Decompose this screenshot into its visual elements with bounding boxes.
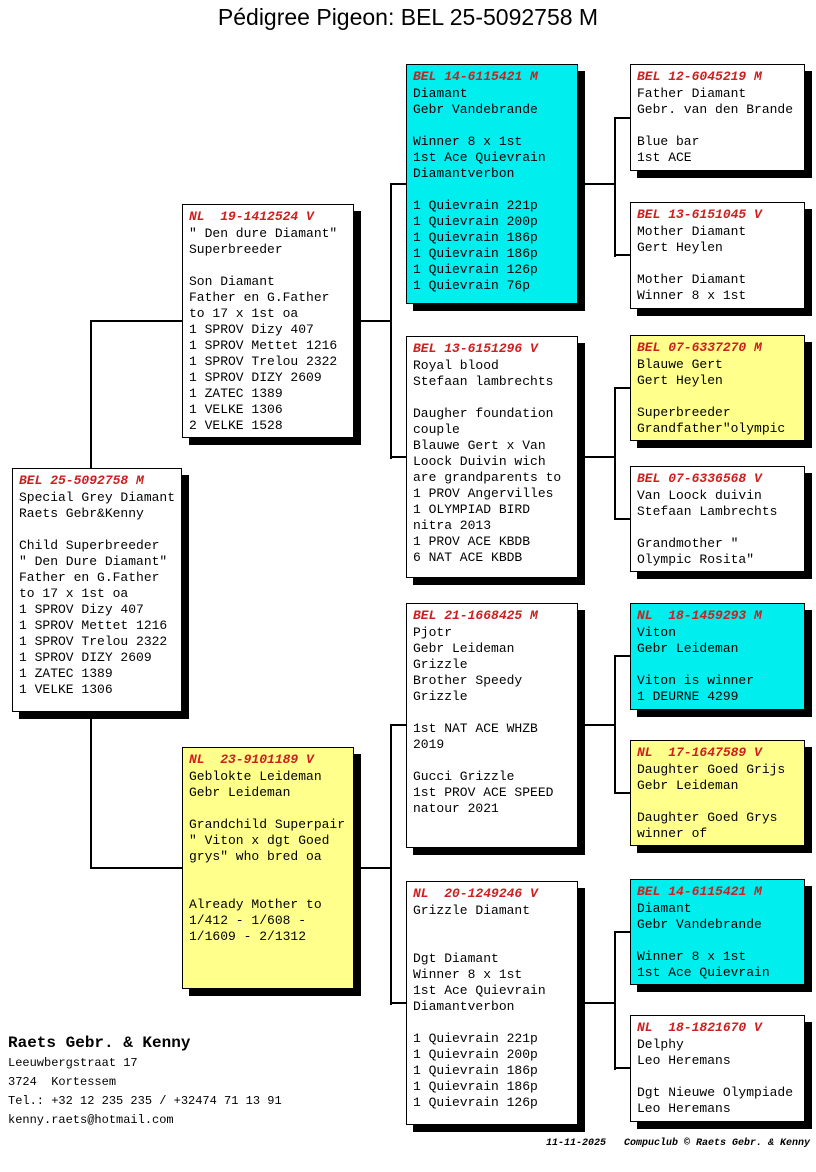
box-text: Delphy Leo Heremans Dgt Nieuwe Olympiade… [637,1037,794,1116]
pedigree-box-grandfather-maternal: BEL 21-1668425 M Pjotr Gebr Leideman Gri… [406,603,578,848]
connector-line [614,387,630,389]
box-text: Grizzle Diamant Dgt Diamant Winner 8 x 1… [413,903,546,1110]
footer: 11-11-2025 Compuclub © Raets Gebr. & Kenn… [546,1138,810,1149]
box-text: Daughter Goed Grijs Gebr Leideman Daught… [637,762,786,841]
pedigree-box-mother: NL 23-9101189 V Geblokte Leideman Gebr L… [182,747,354,989]
connector-line [614,931,616,1070]
connector-line [390,183,406,185]
pedigree-box-great-grandparent-6: NL 17-1647589 V Daughter Goed Grijs Gebr… [630,740,805,846]
connector-line [614,1067,630,1069]
pedigree-box-grandfather-paternal: BEL 14-6115421 M Diamant Gebr Vandebrand… [406,64,578,304]
connector-line [354,867,390,869]
connector-line [90,712,92,869]
ring-number: NL 20-1249246 V [413,886,538,901]
connector-line [90,867,182,869]
connector-line [614,792,630,794]
connector-line [390,724,406,726]
ring-number: BEL 07-6337270 M [637,340,762,355]
box-text: Special Grey Diamant Raets Gebr&Kenny Ch… [19,490,176,697]
connector-line [390,724,392,1005]
ring-number: BEL 07-6336568 V [637,471,762,486]
ring-number: BEL 25-5092758 M [19,473,144,488]
box-text: Viton Gebr Leideman Viton is winner 1 DE… [637,625,755,704]
connector-line [390,456,406,458]
ring-number: BEL 14-6115421 M [637,884,762,899]
ring-number: BEL 21-1668425 M [413,608,538,623]
ring-number: NL 18-1821670 V [637,1020,762,1035]
connector-line [578,183,614,185]
pedigree-box-great-grandparent-5: NL 18-1459293 M Viton Gebr Leideman Vito… [630,603,805,710]
breeder-name: Raets Gebr. & Kenny [8,1034,191,1052]
box-text: Royal blood Stefaan lambrechts Daugher f… [413,358,562,565]
connector-line [614,387,616,520]
pedigree-box-subject: BEL 25-5092758 M Special Grey Diamant Ra… [12,468,182,712]
ring-number: NL 23-9101189 V [189,752,314,767]
ring-number: BEL 12-6045219 M [637,69,762,84]
connector-line [354,320,390,322]
connector-line [578,456,614,458]
connector-line [578,1002,614,1004]
box-text: Blauwe Gert Gert Heylen Superbreeder Gra… [637,357,786,436]
ring-number: BEL 13-6151296 V [413,341,538,356]
pedigree-box-great-grandparent-4: BEL 07-6336568 V Van Loock duivin Stefaa… [630,466,805,572]
connector-line [390,183,392,459]
box-text: Father Diamant Gebr. van den Brande Blue… [637,86,794,165]
pedigree-box-great-grandparent-3: BEL 07-6337270 M Blauwe Gert Gert Heylen… [630,335,805,441]
pedigree-box-father: NL 19-1412524 V " Den dure Diamant" Supe… [182,204,354,438]
ring-number: BEL 14-6115421 M [413,69,538,84]
ring-number: NL 19-1412524 V [189,209,314,224]
ring-number: NL 17-1647589 V [637,745,762,760]
footer-credit: Compuclub © Raets Gebr. & Kenny [623,1138,810,1149]
box-text: Diamant Gebr Vandebrande Winner 8 x 1st … [637,901,770,980]
box-text: Geblokte Leideman Gebr Leideman Grandchi… [189,769,346,944]
pedigree-box-great-grandparent-7: BEL 14-6115421 M Diamant Gebr Vandebrand… [630,879,805,985]
connector-line [614,254,630,256]
ring-number: BEL 13-6151045 V [637,207,762,222]
box-text: Pjotr Gebr Leideman Grizzle Brother Spee… [413,625,554,816]
connector-line [614,117,616,257]
breeder-info: Raets Gebr. & Kenny Leeuwbergstraat 17 3… [8,1032,282,1130]
connector-line [578,724,614,726]
connector-line [614,931,630,933]
box-text: Diamant Gebr Vandebrande Winner 8 x 1st … [413,86,546,293]
pedigree-box-grandmother-paternal: BEL 13-6151296 V Royal blood Stefaan lam… [406,336,578,578]
connector-line [90,320,92,470]
breeder-address: Leeuwbergstraat 17 3724 Kortessem Tel.: … [8,1056,282,1127]
pedigree-box-grandmother-maternal: NL 20-1249246 V Grizzle Diamant Dgt Diam… [406,881,578,1125]
page-title: Pédigree Pigeon: BEL 25-5092758 M [217,4,599,30]
connector-line [614,117,630,119]
ring-number: NL 18-1459293 M [637,608,762,623]
connector-line [90,320,182,322]
connector-line [390,1002,406,1004]
connector-line [614,655,616,794]
box-text: " Den dure Diamant" Superbreeder Son Dia… [189,226,338,433]
pedigree-box-great-grandparent-8: NL 18-1821670 V Delphy Leo Heremans Dgt … [630,1015,805,1122]
connector-line [614,518,630,520]
connector-line [614,655,630,657]
footer-date: 11-11-2025 [545,1138,606,1149]
box-text: Mother Diamant Gert Heylen Mother Diaman… [637,224,747,303]
pedigree-box-great-grandparent-1: BEL 12-6045219 M Father Diamant Gebr. va… [630,64,805,171]
pedigree-box-great-grandparent-2: BEL 13-6151045 V Mother Diamant Gert Hey… [630,202,805,309]
box-text: Van Loock duivin Stefaan Lambrechts Gran… [637,488,778,567]
